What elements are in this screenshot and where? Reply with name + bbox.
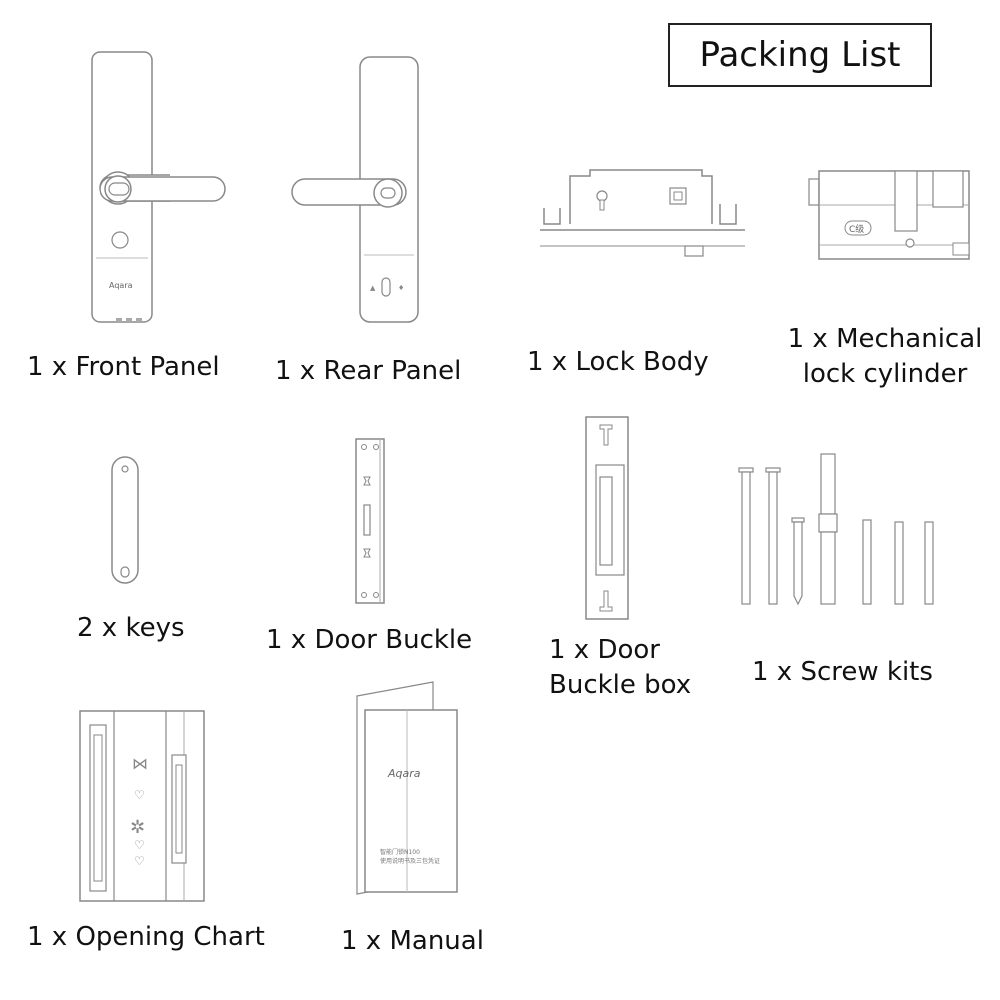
door-buckle-box-caption-line-1: 1 x Door (549, 635, 660, 665)
svg-text:♡: ♡ (134, 788, 145, 802)
lock-cylinder-caption-line-2: lock cylinder (802, 359, 968, 389)
rear-panel-caption: 1 x Rear Panel (275, 356, 462, 386)
svg-text:♡: ♡ (134, 838, 145, 852)
manual-title-line-1: 智能门锁N100 (380, 849, 420, 856)
door-buckle-caption: 1 x Door Buckle (266, 625, 473, 655)
cylinder-grade-label: C级 (849, 225, 865, 235)
door-buckle-illustration (352, 437, 392, 607)
manual-illustration (345, 680, 465, 900)
lock-cylinder-caption: 1 x Mechanical lock cylinder (779, 322, 991, 392)
svg-text:♦: ♦ (398, 284, 404, 292)
opening-chart-caption: 1 x Opening Chart (27, 922, 265, 952)
lock-body-caption: 1 x Lock Body (527, 347, 709, 377)
manual-title-line-2: 使用说明书及三包凭证 (380, 858, 441, 865)
front-panel-caption: 1 x Front Panel (27, 352, 220, 382)
key-illustration (108, 455, 144, 585)
front-panel-handle (100, 175, 230, 205)
svg-text:▲: ▲ (370, 284, 376, 292)
front-panel-brand-logo: Aqara (109, 281, 133, 290)
door-buckle-box-caption-line-2: Buckle box (549, 670, 692, 700)
screw-kits-caption: 1 x Screw kits (752, 657, 933, 687)
packing-list-title: Packing List (668, 23, 932, 87)
manual-caption: 1 x Manual (341, 926, 484, 956)
door-buckle-box-illustration (580, 415, 634, 625)
opening-chart-illustration: ⋈ ♡ ✲ ♡ ♡ (78, 705, 208, 903)
svg-text:⋈: ⋈ (132, 754, 148, 773)
lock-cylinder-caption-line-1: 1 x Mechanical (787, 324, 983, 354)
svg-text:✲: ✲ (130, 817, 145, 838)
lock-body-illustration (540, 168, 750, 258)
svg-text:♡: ♡ (134, 854, 145, 868)
door-buckle-box-caption: 1 x Door Buckle box (549, 633, 691, 703)
manual-brand-logo: Aqara (388, 767, 421, 780)
lock-cylinder-illustration (805, 165, 975, 260)
keys-caption: 2 x keys (77, 613, 185, 643)
screw-kits-illustration (735, 452, 945, 607)
manual-title-text: 智能门锁N100 使用说明书及三包凭证 (380, 848, 440, 866)
rear-panel-illustration: ▲ ♦ (288, 55, 428, 330)
